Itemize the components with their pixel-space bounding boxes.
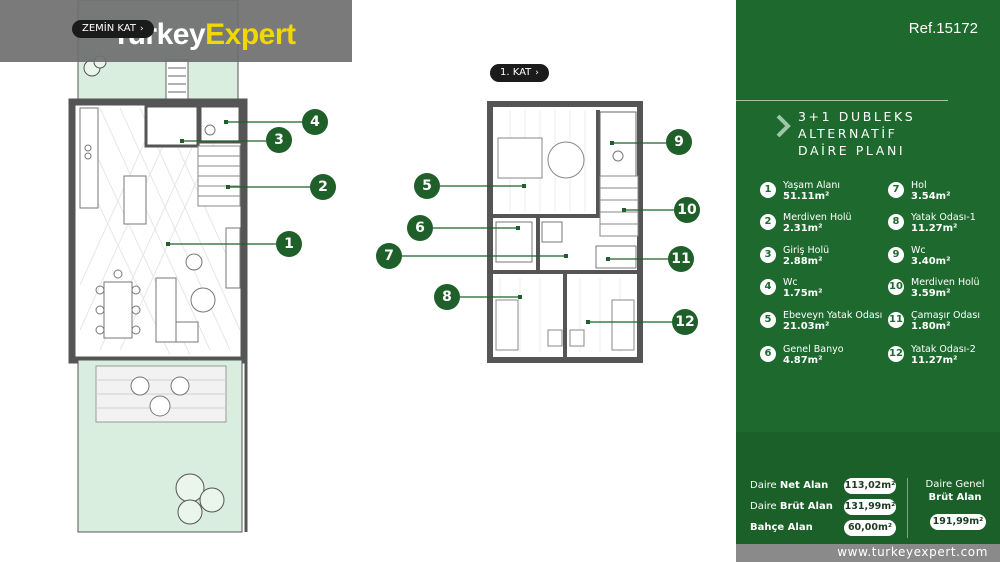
room-marker-5[interactable]: 5 — [414, 173, 440, 199]
room-name: Merdiven Holü — [911, 277, 980, 288]
chevron-right-icon — [776, 114, 791, 138]
first-floor-plan — [402, 101, 674, 363]
room-area: 1.80m² — [911, 321, 951, 332]
room-marker-10[interactable]: 10 — [674, 197, 700, 223]
gross-area-row: Daire Brüt Alan 131,99m² — [750, 499, 898, 517]
room-marker-2[interactable]: 2 — [310, 174, 336, 200]
room-number: 12 — [888, 346, 904, 362]
room-area: 3.59m² — [911, 288, 951, 299]
room-area: 2.88m² — [783, 256, 823, 267]
ground-floor-label: ZEMİN KAT — [82, 23, 136, 34]
room-marker-7[interactable]: 7 — [376, 243, 402, 269]
ground-floor-plan — [68, 0, 310, 533]
room-name: Çamaşır Odası — [911, 310, 980, 321]
room-area: 11.27m² — [911, 223, 958, 234]
area-divider — [907, 478, 908, 538]
room-marker-1[interactable]: 1 — [276, 231, 302, 257]
room-name: Genel Banyo — [783, 344, 844, 355]
room-number: 4 — [760, 279, 776, 295]
room-name: Giriş Holü — [783, 245, 830, 256]
room-number: 3 — [760, 247, 776, 263]
brand-banner — [0, 0, 352, 62]
room-marker-12[interactable]: 12 — [672, 309, 698, 335]
room-marker-4[interactable]: 4 — [302, 109, 328, 135]
plan-title: 3+1 DUBLEKS ALTERNATİF DAİRE PLANI — [798, 108, 915, 159]
floor-plan-drawing — [68, 0, 674, 533]
room-area: 3.40m² — [911, 256, 951, 267]
room-number: 5 — [760, 312, 776, 328]
room-marker-11[interactable]: 11 — [668, 246, 694, 272]
room-name: Yaşam Alanı — [783, 180, 840, 191]
room-marker-6[interactable]: 6 — [407, 215, 433, 241]
room-area: 4.87m² — [783, 355, 823, 366]
room-marker-3[interactable]: 3 — [266, 127, 292, 153]
room-area: 21.03m² — [783, 321, 830, 332]
room-number: 6 — [760, 346, 776, 362]
room-name: Ebeveyn Yatak Odası — [783, 310, 883, 321]
room-name: Yatak Odası-2 — [911, 344, 976, 355]
room-marker-9[interactable]: 9 — [666, 129, 692, 155]
room-number: 9 — [888, 247, 904, 263]
room-number: 8 — [888, 214, 904, 230]
room-number: 11 — [888, 312, 904, 328]
plan-title-line-1: 3+1 DUBLEKS — [798, 109, 916, 124]
area-label: Bahçe Alan — [750, 522, 813, 533]
area-value: 131,99m² — [844, 499, 896, 515]
total-gross-value: 191,99m² — [930, 514, 986, 530]
total-gross-label-line-1: Daire Genel — [925, 479, 985, 490]
info-panel: Ref.15172 3+1 DUBLEKS ALTERNATİF DAİRE P… — [736, 0, 1000, 562]
net-area-row: Daire Net Alan 113,02m² — [750, 478, 898, 496]
room-number: 7 — [888, 182, 904, 198]
garden-area-row: Bahçe Alan 60,00m² — [750, 520, 898, 538]
plan-title-line-2: ALTERNATİF — [798, 126, 898, 141]
area-value: 113,02m² — [844, 478, 896, 494]
chevron-right-icon: › — [535, 68, 539, 78]
room-name: Merdiven Holü — [783, 212, 852, 223]
room-area: 51.11m² — [783, 191, 830, 202]
total-gross-label-line-2: Brüt Alan — [928, 492, 982, 503]
room-name: Hol — [911, 180, 927, 191]
room-area: 3.54m² — [911, 191, 951, 202]
chevron-right-icon: › — [139, 24, 144, 34]
room-number: 1 — [760, 182, 776, 198]
area-label: Daire Net Alan — [750, 480, 829, 491]
first-floor-tab[interactable]: 1. KAT› — [490, 64, 549, 82]
ground-floor-tab[interactable]: ZEMİN KAT› — [72, 20, 154, 38]
area-label: Daire Brüt Alan — [750, 501, 833, 512]
room-area: 2.31m² — [783, 223, 823, 234]
room-marker-8[interactable]: 8 — [434, 284, 460, 310]
room-number: 10 — [888, 279, 904, 295]
room-number: 2 — [760, 214, 776, 230]
area-value: 60,00m² — [844, 520, 896, 536]
reference-number: Ref.15172 — [908, 20, 978, 37]
website-url[interactable]: www.turkeyexpert.com — [837, 545, 988, 559]
footer-strip: www.turkeyexpert.com — [736, 544, 1000, 562]
room-name: Wc — [783, 277, 798, 288]
total-gross-label: Daire Genel Brüt Alan — [914, 478, 996, 504]
brand-name-part2: Expert — [205, 18, 296, 51]
first-floor-label: 1. KAT — [500, 67, 532, 78]
room-name: Wc — [911, 245, 926, 256]
room-area: 1.75m² — [783, 288, 823, 299]
room-name: Yatak Odası-1 — [911, 212, 976, 223]
plan-title-line-3: DAİRE PLANI — [798, 143, 906, 158]
room-area: 11.27m² — [911, 355, 958, 366]
panel-divider — [736, 100, 948, 101]
